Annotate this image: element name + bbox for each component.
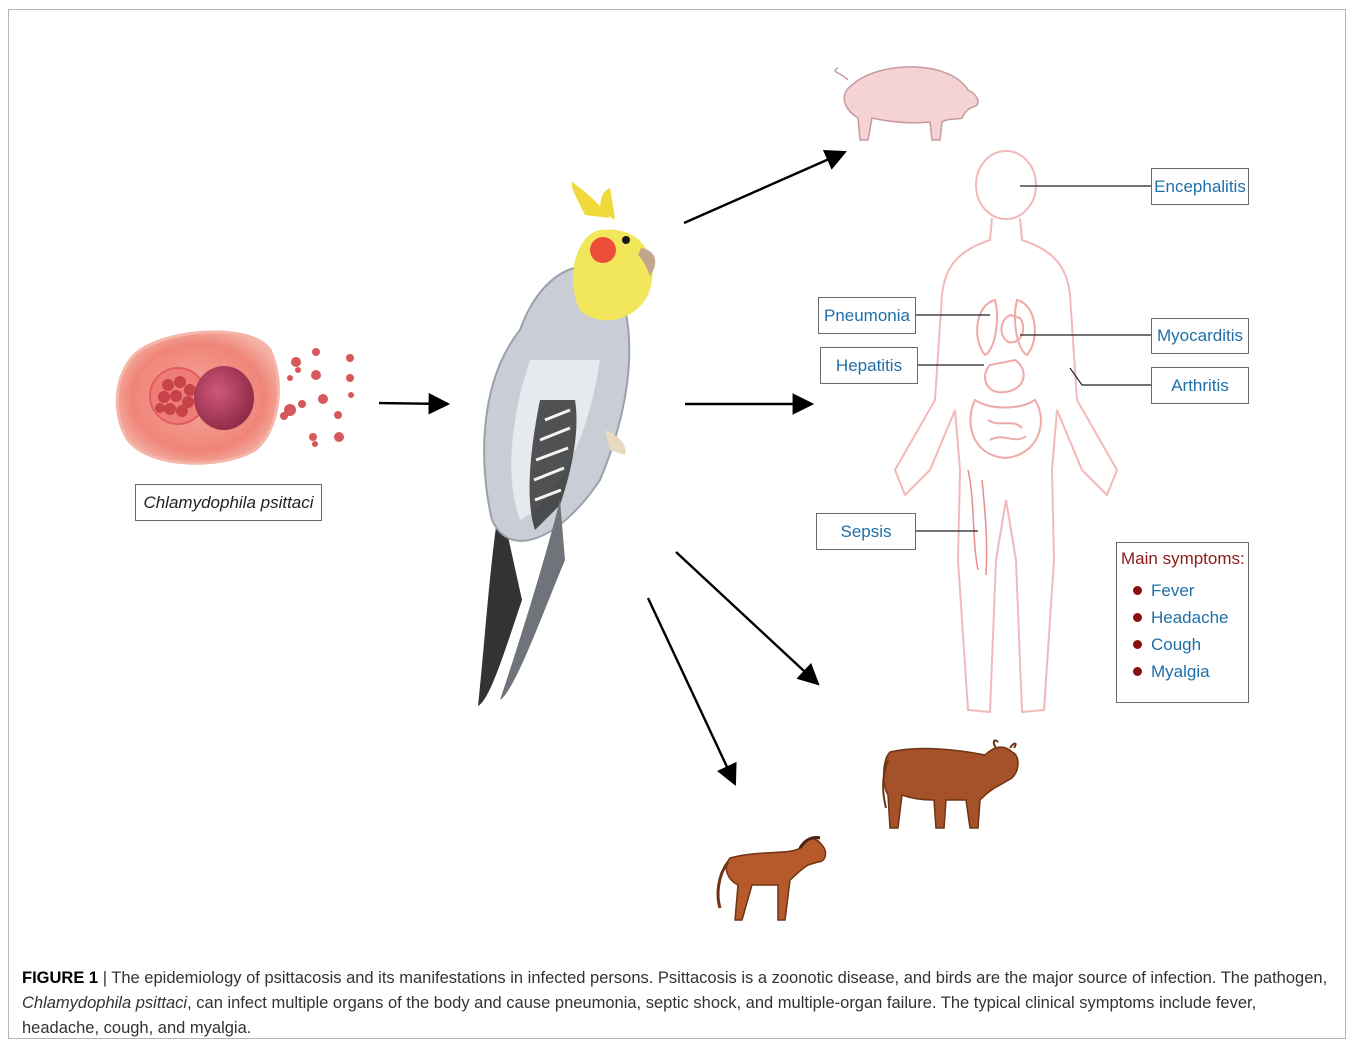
symptom-item: Cough	[1121, 631, 1248, 658]
bullet-icon	[1133, 586, 1142, 595]
bullet-icon	[1133, 640, 1142, 649]
symptom-cough: Cough	[1151, 635, 1201, 655]
main-symptoms-title: Main symptoms:	[1121, 549, 1248, 569]
infected-cell-icon	[117, 332, 354, 463]
bullet-icon	[1133, 613, 1142, 622]
leader-arthritis	[1070, 368, 1151, 385]
human-body-icon	[895, 151, 1117, 712]
encephalitis-label: Encephalitis	[1151, 168, 1249, 205]
symptom-fever: Fever	[1151, 581, 1194, 601]
figure-artwork	[0, 0, 1354, 940]
bullet-icon	[1133, 667, 1142, 676]
caption-separator: |	[98, 969, 111, 987]
symptom-headache: Headache	[1151, 608, 1229, 628]
arrow-bird-to-cow	[676, 552, 818, 684]
caption-text-1: The epidemiology of psittacosis and its …	[111, 969, 1327, 987]
cockatiel-icon	[478, 182, 655, 706]
figure-number: FIGURE 1	[22, 969, 98, 987]
symptom-item: Headache	[1121, 604, 1248, 631]
pathogen-label: Chlamydophila psittaci	[135, 484, 322, 521]
main-symptoms-box: Main symptoms: Fever Headache Cough Myal…	[1116, 542, 1249, 703]
symptom-item: Myalgia	[1121, 658, 1248, 685]
myocarditis-label: Myocarditis	[1151, 318, 1249, 354]
symptom-myalgia: Myalgia	[1151, 662, 1210, 682]
arrow-cell-to-bird	[379, 403, 448, 404]
horse-icon	[718, 837, 825, 920]
arrow-bird-to-pig	[684, 152, 845, 223]
pneumonia-label: Pneumonia	[818, 297, 916, 334]
cow-icon	[883, 740, 1018, 828]
sepsis-label: Sepsis	[816, 513, 916, 550]
pig-icon	[835, 67, 978, 140]
arrow-bird-to-horse	[648, 598, 735, 784]
caption-italic: Chlamydophila psittaci	[22, 994, 187, 1012]
caption-text-2: , can infect multiple organs of the body…	[22, 994, 1256, 1037]
hepatitis-label: Hepatitis	[820, 347, 918, 384]
arthritis-label: Arthritis	[1151, 367, 1249, 404]
figure-caption: FIGURE 1 | The epidemiology of psittacos…	[22, 966, 1337, 1041]
symptom-item: Fever	[1121, 577, 1248, 604]
leader-lines	[916, 186, 1151, 531]
